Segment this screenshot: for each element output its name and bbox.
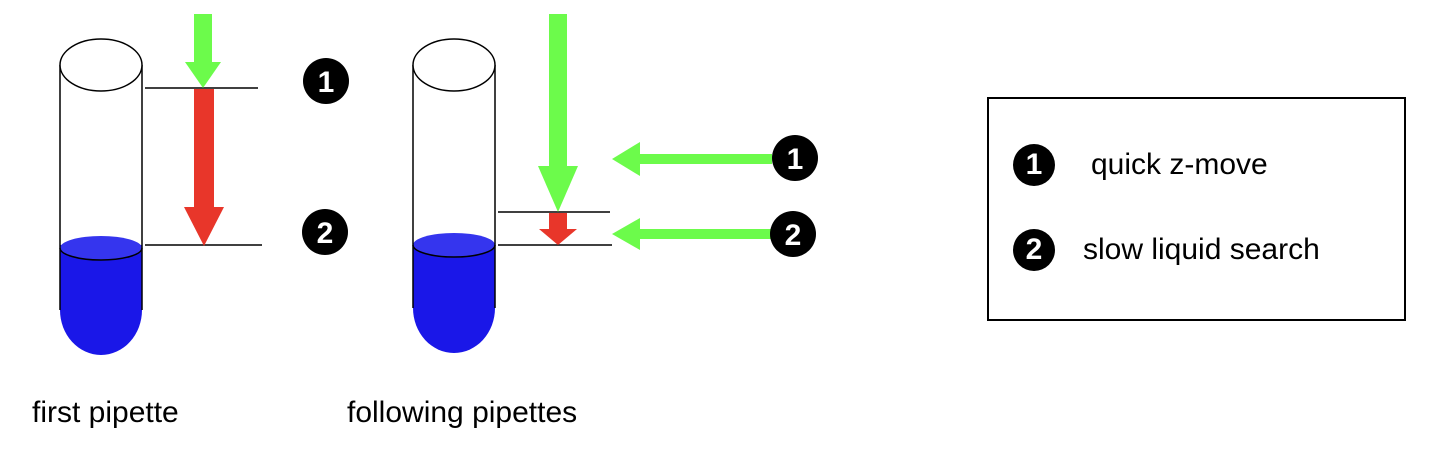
liquid-surface [60,236,142,260]
svg-text:1: 1 [787,143,804,176]
step-badge-1-following: 1 [772,135,818,181]
caption-first-pipette: first pipette [32,396,179,429]
slow-liquid-search-arrow [184,89,224,246]
caption-following-pipettes: following pipettes [347,396,578,429]
step-badge-2-following: 2 [770,211,816,257]
legend-label-slow-liquid-search: slow liquid search [1083,233,1320,266]
legend-item-slow-liquid-search: 2 slow liquid search [1013,229,1320,271]
svg-text:2: 2 [785,219,802,252]
tube-rim [412,38,496,92]
liquid-surface-front [412,244,496,258]
tube-rim [59,38,143,92]
svg-text:1: 1 [318,66,335,99]
tube-first-pipette [59,38,143,355]
liquid-surface-front [59,247,143,261]
legend-item-quick-z-move: 1 quick z-move [1013,144,1268,186]
legend-badge-2: 2 [1013,229,1055,271]
pointer-arrow-step-2 [612,218,772,250]
legend-label-quick-z-move: quick z-move [1091,148,1268,181]
step-badge-1-first: 1 [303,58,349,104]
legend-badge-1: 1 [1013,144,1055,186]
liquid-surface [413,233,495,257]
svg-text:2: 2 [317,217,334,250]
pointer-arrow-step-1 [612,142,772,176]
step-badge-2-first: 2 [302,209,348,255]
legend: 1 quick z-move 2 slow liquid search [987,97,1406,321]
quick-z-move-arrow [538,14,578,212]
tube-following-pipettes [412,38,496,353]
liquid-fill [60,245,142,355]
quick-z-move-arrow [185,14,221,88]
slow-liquid-search-arrow [539,213,577,245]
liquid-fill [413,244,495,353]
